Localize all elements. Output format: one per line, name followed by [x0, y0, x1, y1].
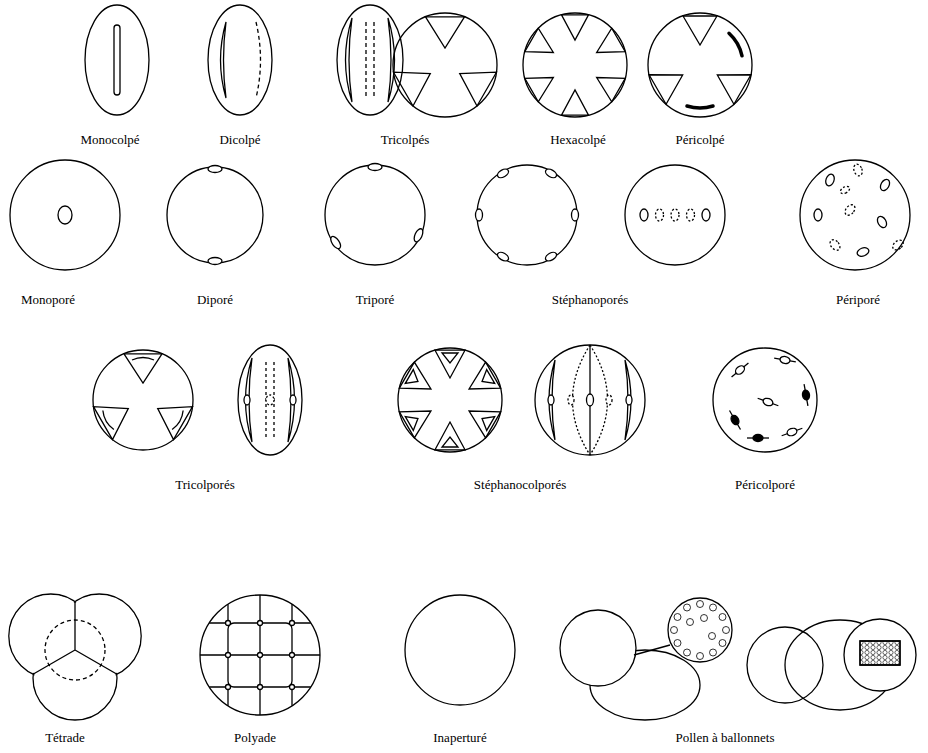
type-label: Dicolpé — [219, 132, 260, 148]
stephanocolpore-polar — [398, 348, 502, 452]
type-label: Stéphanoporés — [552, 292, 629, 308]
type-label: Monocolpé — [80, 132, 139, 148]
tetrad-grain — [9, 594, 141, 720]
type-label: Tricolpés — [381, 132, 430, 148]
type-label: Hexacolpé — [550, 132, 606, 148]
polyad-grain — [200, 595, 320, 715]
type-label: Polyade — [234, 730, 276, 746]
dicolpe-grain — [208, 5, 272, 115]
type-label: Périporé — [836, 292, 880, 308]
pericolpore-grain — [713, 348, 817, 452]
stephanocolpore-equatorial — [535, 345, 645, 455]
tripore-grain — [325, 164, 425, 266]
stephanopore-equatorial — [625, 165, 725, 265]
type-label: Tricolporés — [175, 477, 234, 493]
type-label: Stéphanocolporés — [474, 477, 566, 493]
type-label: Inaperturé — [433, 730, 486, 746]
type-label: Triporé — [356, 292, 395, 308]
peripore-grain — [800, 160, 910, 270]
pericolpe-grain — [648, 13, 752, 117]
monopore-grain — [10, 160, 120, 270]
hexacolpe-grain — [523, 13, 627, 117]
tricolpe-polar — [393, 13, 497, 117]
tricolpore-equatorial — [238, 345, 302, 455]
saccate-grain-detail — [747, 619, 916, 710]
type-label: Diporé — [197, 292, 233, 308]
type-label: Pollen à ballonnets — [676, 730, 775, 746]
type-label: Monoporé — [21, 292, 75, 308]
type-label: Péricolporé — [735, 477, 795, 493]
type-label: Péricolpé — [675, 132, 724, 148]
saccate-grain — [560, 598, 732, 720]
dipore-grain — [167, 166, 263, 265]
monocolpe-grain — [85, 5, 149, 115]
stephanopore-polar — [476, 165, 579, 265]
inaperturate-grain — [405, 595, 515, 705]
type-label: Tétrade — [45, 730, 85, 746]
tricolpore-polar — [93, 350, 193, 450]
